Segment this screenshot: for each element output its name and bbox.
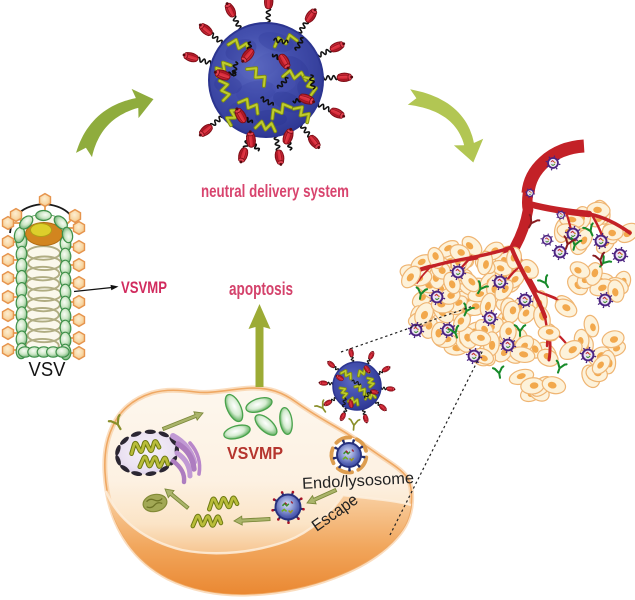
svg-text:neutral delivery system: neutral delivery system <box>201 181 349 201</box>
svg-text:apoptosis: apoptosis <box>229 279 293 299</box>
svg-text:VSVMP: VSVMP <box>227 443 283 463</box>
svg-text:VSV: VSV <box>29 359 67 381</box>
svg-text:VSVMP: VSVMP <box>121 279 167 297</box>
svg-text:Endo/lysosome: Endo/lysosome <box>302 470 415 493</box>
